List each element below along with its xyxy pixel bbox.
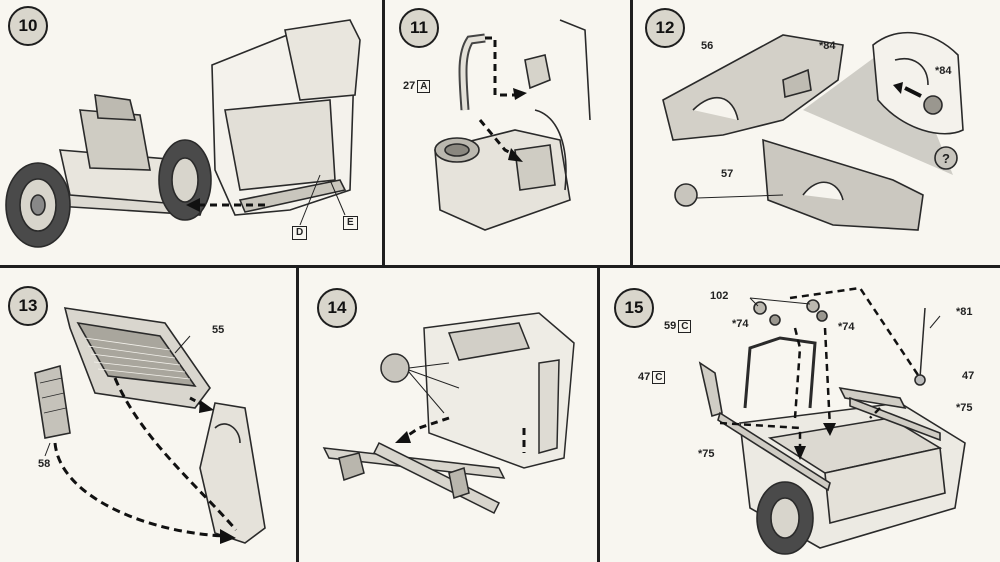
divider-top-1 bbox=[382, 0, 385, 266]
step-14-illustration bbox=[322, 312, 575, 515]
part-number: 59 bbox=[664, 320, 677, 332]
callout-d: D bbox=[292, 226, 308, 240]
step-10-illustration bbox=[5, 19, 361, 248]
callout-74-right: *74 bbox=[838, 321, 855, 333]
step-number-badge: 12 bbox=[645, 8, 685, 48]
step-15-panel: 15 bbox=[600, 268, 1000, 562]
callout-84-left: *84 bbox=[819, 40, 836, 52]
callout-75-right: *75 bbox=[956, 402, 973, 414]
step-12-illustration: ? bbox=[662, 31, 964, 231]
step-12-panel: 12 ? bbox=[633, 0, 1000, 265]
step-number-badge: 13 bbox=[8, 286, 48, 326]
callout-84-right: *84 bbox=[935, 65, 952, 77]
part-number: 27 bbox=[403, 80, 416, 92]
part-number: 47 bbox=[638, 371, 651, 383]
step-10-panel: 10 bbox=[0, 0, 382, 265]
step-number-badge: 10 bbox=[8, 6, 48, 46]
step-15-illustration bbox=[698, 286, 966, 555]
glue-brush-icon bbox=[389, 363, 390, 364]
divider-horizontal bbox=[0, 265, 1000, 268]
callout-58: 58 bbox=[38, 458, 51, 470]
callout-56: 56 bbox=[701, 40, 714, 52]
callout-57: 57 bbox=[721, 168, 734, 180]
divider-bottom-1 bbox=[296, 266, 299, 562]
tree-letter: C bbox=[678, 320, 692, 333]
callout-47-right: 47 bbox=[962, 370, 975, 382]
callout-e: E bbox=[343, 216, 358, 230]
step-13-panel: 13 bbox=[0, 268, 296, 562]
divider-top-2 bbox=[630, 0, 633, 266]
tree-letter: A bbox=[417, 80, 431, 93]
step-13-illustration bbox=[34, 307, 266, 544]
step-number-badge: 14 bbox=[317, 288, 357, 328]
callout-75-left: *75 bbox=[698, 448, 715, 460]
tree-letter: C bbox=[652, 371, 666, 384]
svg-text:?: ? bbox=[942, 151, 950, 166]
callout-55: 55 bbox=[212, 324, 225, 336]
callout-102: 102 bbox=[710, 290, 729, 302]
divider-bottom-2 bbox=[597, 266, 600, 562]
step-number-badge: 15 bbox=[614, 288, 654, 328]
step-14-panel: 14 bbox=[299, 268, 597, 562]
callout-81: *81 bbox=[956, 306, 973, 318]
callout-74-left: *74 bbox=[732, 318, 749, 330]
step-number-badge: 11 bbox=[399, 8, 439, 48]
step-11-illustration bbox=[434, 19, 591, 231]
